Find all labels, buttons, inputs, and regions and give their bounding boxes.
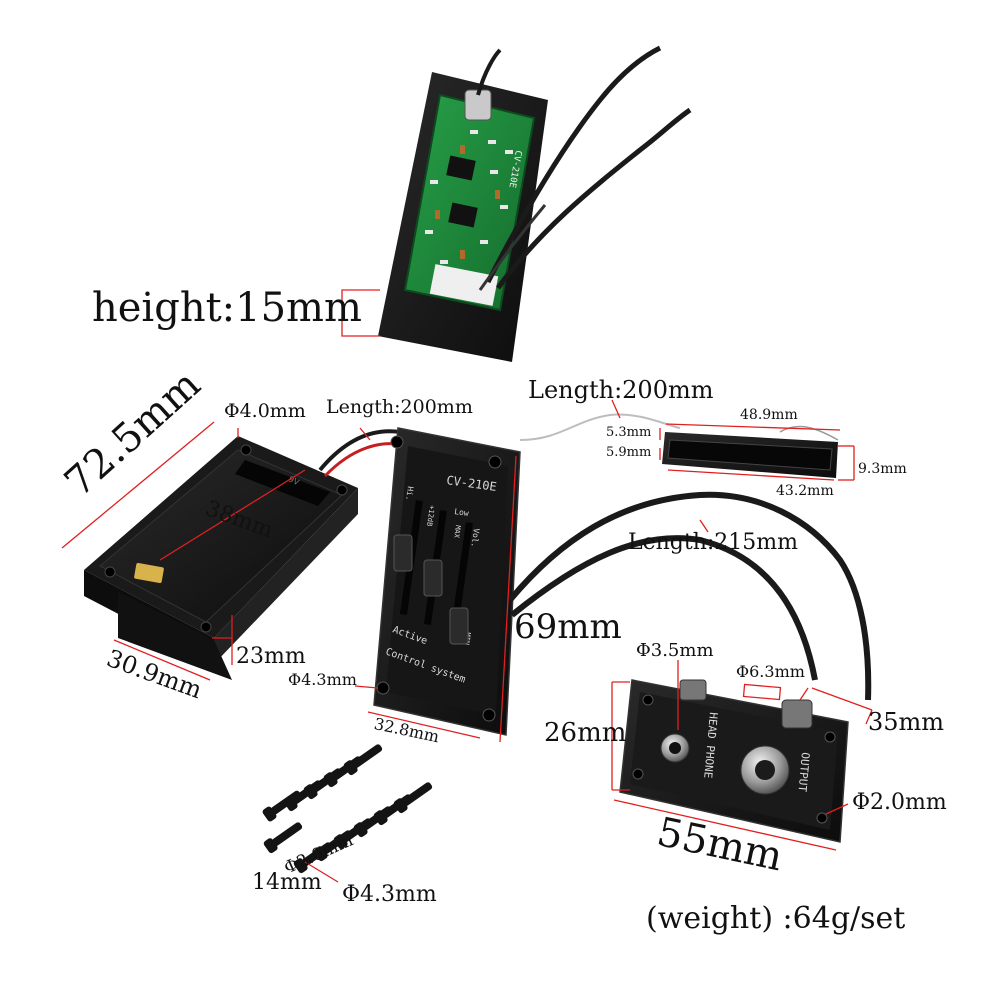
panel-screw-hole <box>390 435 404 449</box>
jack-cable-2 <box>510 535 818 681</box>
piezo-pickup <box>662 425 839 478</box>
battery-height-label: 23mm <box>236 644 306 669</box>
pickup-length-label: 48.9mm <box>740 407 798 423</box>
low-slider-knob <box>423 559 443 597</box>
battery-polarity-label: 9V <box>287 475 301 488</box>
jack-depth-label: 35mm <box>868 708 945 736</box>
battery-hole-label: Φ4.0mm <box>224 400 306 422</box>
jack-cable-length-label: Length:215mm <box>628 530 799 555</box>
pickup-thickness-a-label: 5.3mm <box>606 425 652 440</box>
output-hole-label: Φ6.3mm <box>736 662 805 681</box>
output-label: OUTPUT <box>796 752 812 793</box>
screw-head-label: Φ4.3mm <box>342 882 437 907</box>
panel-vol-label: Vol. <box>469 528 481 548</box>
battery-cable-length-label: Length:200mm <box>326 396 473 418</box>
battery-red-wire <box>323 442 406 478</box>
eq-sliders <box>393 500 473 645</box>
hi-slider-knob <box>393 534 413 572</box>
vol-slider-knob <box>449 607 469 645</box>
panel-hi-label: Hi. <box>404 486 415 502</box>
jack-plate-height-label: 26mm <box>544 718 627 748</box>
pickup-thickness-b-label: 5.9mm <box>606 445 652 460</box>
pickup-height-label: 9.3mm <box>858 461 907 477</box>
panel-screw-hole <box>488 455 502 469</box>
piezo-wire <box>519 413 681 441</box>
screw-length-label: 14mm <box>252 870 322 895</box>
preamp-model-label: CV-210E <box>446 473 498 494</box>
headphone-hole-label: Φ3.5mm <box>636 640 714 661</box>
panel-max-label: MAX <box>452 525 462 539</box>
panel-screw-hole <box>376 681 390 695</box>
preamp-back-pcb: CV-210E <box>378 45 692 362</box>
preamp-front-panel: CV-210E Hi. Low +12dB MAX Vol. MIN Activ… <box>373 427 521 736</box>
pickup-inner-length-label: 43.2mm <box>776 483 834 499</box>
mounting-screws <box>262 744 433 874</box>
jack-cable <box>507 491 872 701</box>
headphone-label: HEAD PHONE <box>701 712 720 779</box>
panel-screw-hole <box>482 708 496 722</box>
panel-boost-label: +12dB <box>425 505 436 527</box>
panel-hole-label: Φ4.3mm <box>288 670 357 689</box>
battery-cable <box>318 429 401 472</box>
panel-low-label: Low <box>454 507 470 518</box>
panel-height-label: 69mm <box>514 607 622 647</box>
pcb-height-label: height:15mm <box>92 285 362 331</box>
dimension-lines <box>61 289 873 883</box>
battery-box: 9V <box>84 436 358 680</box>
piezo-cable-length-label: Length:200mm <box>528 376 714 404</box>
jack-plate: HEAD PHONE OUTPUT <box>619 679 849 843</box>
weight-label: (weight) :64g/set <box>646 901 906 936</box>
jack-plate-hole-label: Φ2.0mm <box>852 790 947 815</box>
